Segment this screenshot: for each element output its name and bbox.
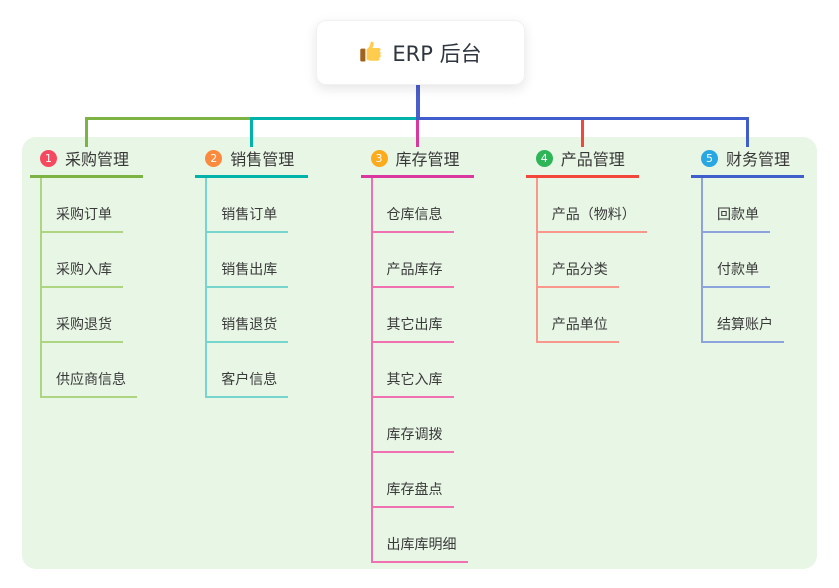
child-node-label: 产品分类 [535, 259, 619, 288]
child-node-label: 销售订单 [205, 204, 289, 233]
child-node-label: 其它入库 [370, 369, 454, 398]
branch-connector-drop [580, 120, 584, 147]
branch-index-badge: 1 [40, 149, 57, 167]
branch-connector-drop [415, 120, 419, 147]
child-node[interactable]: 采购入库 [40, 233, 143, 288]
branch-node-2[interactable]: 2 销售管理 [195, 147, 309, 178]
thumbs-up-icon [359, 41, 382, 64]
child-connector-spine [40, 178, 42, 396]
branch-connector-drop [85, 117, 88, 147]
branch-index-badge: 2 [205, 149, 223, 167]
branch-node-label: 财务管理 [726, 150, 791, 169]
branch-node-3[interactable]: 3 库存管理 [360, 147, 474, 178]
branch-column-4: 4 产品管理产品（物料） 产品分类产品单位 [525, 147, 647, 343]
child-node[interactable]: 采购订单 [40, 178, 143, 233]
branch-column-3: 3 库存管理仓库信息产品库存其它出库其它入库库存调拨库存盘点出库库明细 [360, 147, 474, 563]
child-node[interactable]: 销售退货 [205, 288, 308, 343]
branch-node-5[interactable]: 5 财务管理 [691, 147, 804, 178]
child-node[interactable]: 回款单 [701, 178, 804, 233]
branch-node-label: 产品管理 [560, 150, 625, 169]
branch-node-1[interactable]: 1 采购管理 [30, 147, 143, 178]
child-node-label: 销售退货 [205, 314, 289, 343]
branch-column-1: 1 采购管理采购订单采购入库采购退货供应商信息 [30, 147, 143, 398]
child-node-label: 采购入库 [40, 259, 123, 288]
child-node[interactable]: 采购退货 [40, 288, 143, 343]
child-node-label: 供应商信息 [40, 369, 137, 398]
child-node-label: 产品（物料） [535, 204, 647, 233]
child-node[interactable]: 产品库存 [370, 233, 474, 288]
child-node[interactable]: 产品单位 [535, 288, 639, 343]
child-connector-spine [701, 178, 703, 341]
child-node[interactable]: 库存调拨 [370, 398, 474, 453]
child-node-label: 仓库信息 [370, 204, 454, 233]
child-node[interactable]: 仓库信息 [370, 178, 474, 233]
branch-node-4[interactable]: 4 产品管理 [525, 147, 639, 178]
branch-connector-horizontal [415, 117, 749, 120]
root-node[interactable]: ERP 后台 [316, 20, 525, 85]
child-node[interactable]: 销售订单 [205, 178, 308, 233]
child-connector-spine [370, 178, 373, 561]
child-connector-spine [205, 178, 208, 396]
branch-connector-horizontal [85, 117, 254, 120]
branch-connector-drop [746, 117, 749, 147]
child-node[interactable]: 销售出库 [205, 233, 308, 288]
child-node[interactable]: 出库库明细 [370, 508, 474, 563]
child-connector-spine [535, 178, 538, 341]
child-node-label: 付款单 [701, 259, 770, 288]
child-node-label: 产品库存 [370, 259, 454, 288]
child-node[interactable]: 其它入库 [370, 343, 474, 398]
child-node-label: 销售出库 [205, 259, 289, 288]
mindmap-panel [22, 137, 817, 569]
child-node[interactable]: 供应商信息 [40, 343, 143, 398]
child-node-label: 采购退货 [40, 314, 123, 343]
child-node-label: 其它出库 [370, 314, 454, 343]
child-node-label: 回款单 [701, 204, 770, 233]
child-node-label: 出库库明细 [370, 534, 468, 563]
child-node[interactable]: 客户信息 [205, 343, 308, 398]
branch-column-5: 5 财务管理回款单付款单结算账户 [691, 147, 804, 343]
branch-column-2: 2 销售管理销售订单销售出库销售退货客户信息 [195, 147, 309, 398]
child-node[interactable]: 产品（物料） [535, 178, 647, 233]
branch-node-label: 库存管理 [395, 150, 460, 169]
child-node-label: 产品单位 [535, 314, 619, 343]
child-node[interactable]: 产品分类 [535, 233, 639, 288]
branch-connector-drop [250, 117, 254, 147]
child-node-label: 库存调拨 [370, 424, 454, 453]
child-node[interactable]: 库存盘点 [370, 453, 474, 508]
branch-node-label: 销售管理 [230, 150, 295, 169]
branch-index-badge: 4 [535, 149, 553, 167]
branch-index-badge: 3 [370, 149, 388, 167]
child-node-label: 结算账户 [701, 314, 784, 343]
child-node-label: 库存盘点 [370, 479, 454, 508]
trunk-connector [415, 83, 420, 119]
child-node[interactable]: 付款单 [701, 233, 804, 288]
child-node-label: 客户信息 [205, 369, 289, 398]
child-node-label: 采购订单 [40, 204, 123, 233]
branch-node-label: 采购管理 [65, 150, 130, 169]
child-node[interactable]: 结算账户 [701, 288, 804, 343]
branch-connector-horizontal [250, 117, 416, 120]
branch-index-badge: 5 [701, 149, 718, 167]
root-node-label: ERP 后台 [392, 41, 482, 66]
child-node[interactable]: 其它出库 [370, 288, 474, 343]
